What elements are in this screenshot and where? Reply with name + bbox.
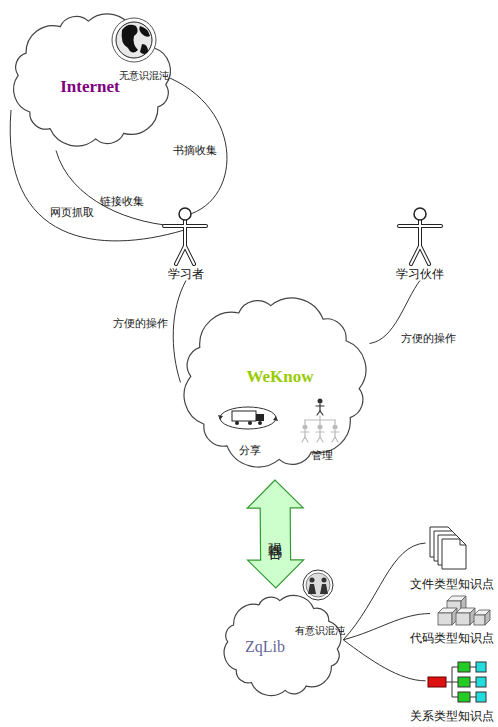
edge-label: 强耦合: [266, 531, 284, 537]
weknow-cloud: WeKnow 分享 管理: [170, 285, 380, 480]
cloud-shape: [224, 595, 341, 695]
relation-tree-icon: [428, 662, 486, 702]
code-knowledge-item: 代码类型知识点: [408, 596, 496, 646]
file-knowledge-item: 文件类型知识点: [408, 522, 496, 592]
cloud-shape: [184, 298, 366, 467]
connector-curve: [343, 640, 425, 681]
code-cubes-icon: [438, 596, 490, 625]
node-label: 关系类型知识点: [410, 708, 494, 725]
node-label: 学习者: [168, 266, 204, 283]
relation-knowledge-item: 关系类型知识点: [408, 655, 496, 723]
node-label: ZqLib: [245, 638, 285, 656]
edge-label: 方便的操作: [113, 316, 168, 331]
file-stack-icon: [430, 527, 466, 569]
globe-people-icon: [303, 570, 333, 600]
edge-label: 方便的操作: [401, 331, 456, 346]
node-label: 学习伙伴: [396, 266, 444, 283]
connector-curve: [343, 614, 430, 640]
learner-figure: 学习者: [163, 208, 209, 282]
node-label: 代码类型知识点: [410, 630, 494, 647]
node-label: 无意识混沌: [119, 69, 169, 83]
connector-curve: [10, 110, 184, 241]
partner-figure: 学习伙伴: [392, 208, 448, 282]
node-label: Internet: [60, 77, 119, 97]
node-label: 管理: [311, 448, 333, 463]
node-label: 有意识混沌: [295, 624, 345, 638]
person-figure: [164, 208, 206, 264]
cloud-shape: [14, 14, 171, 146]
connector-curve: [173, 281, 186, 383]
internet-cloud: 无意识混沌Internet: [2, 5, 182, 155]
zqlib-cloud: 有意识混沌 ZqLib: [215, 588, 350, 703]
edge-label: 书摘收集: [173, 143, 217, 158]
edge-label: 链接收集: [100, 194, 144, 209]
node-label: 分享: [239, 443, 261, 458]
double-arrow: [247, 480, 303, 588]
person-figure: [399, 208, 441, 264]
node-label: WeKnow: [246, 367, 313, 387]
node-label: 文件类型知识点: [410, 576, 494, 593]
edge-label: 网页抓取: [50, 205, 94, 220]
connector-curve: [155, 73, 227, 216]
